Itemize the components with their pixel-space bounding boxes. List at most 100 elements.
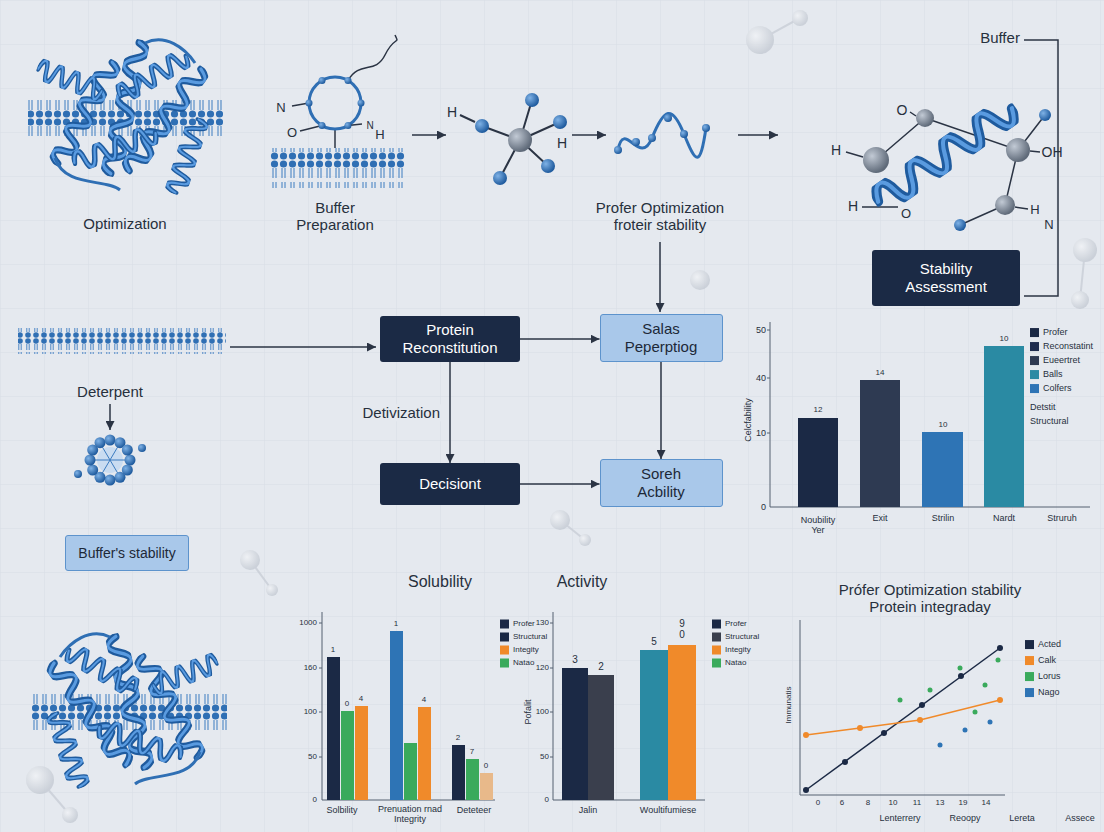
scatter-chart <box>958 666 963 671</box>
scatter-chart <box>919 702 925 708</box>
atom-label: H <box>848 198 858 214</box>
bar-value: 0 <box>484 761 488 770</box>
bar-value: 14 <box>876 368 885 377</box>
box-text: Stability Assessment <box>894 260 999 296</box>
decorative-molecules <box>1073 238 1097 262</box>
decorative-molecules <box>266 584 278 596</box>
axis-category: Solbility <box>326 805 357 815</box>
axis-tick: 120 <box>536 663 549 672</box>
detergent-micelle <box>105 475 116 486</box>
legend-text: Calk <box>1038 656 1056 666</box>
axis-category: Lenterrery <box>879 813 920 823</box>
atom-label: H <box>557 135 567 151</box>
scatter-chart <box>997 645 1003 651</box>
process-box: Decisiont <box>380 463 520 505</box>
axis-title: Celcfability <box>743 398 753 442</box>
atom-label: H <box>1030 203 1039 218</box>
legend-entry: Eueertret <box>1030 356 1080 366</box>
bar-value: 12 <box>814 405 823 414</box>
illustration-caption: Optimization <box>83 215 166 232</box>
axis-tick: 11 <box>913 798 921 807</box>
membrane-strip <box>18 328 226 354</box>
axis-tick: 0 <box>545 795 549 804</box>
info-box: Salas Peperptiog <box>600 314 723 362</box>
legend-text: Profer <box>725 620 747 629</box>
atom-label: O <box>897 102 908 118</box>
random-coil <box>632 138 640 146</box>
decorative-molecules <box>690 270 710 290</box>
buffer-bracket <box>1024 40 1058 296</box>
axis-tick: 50 <box>308 752 317 761</box>
bar-chart <box>319 612 495 800</box>
legend-entry: Acted <box>1025 640 1061 650</box>
flow-arrow <box>110 135 778 430</box>
scatter-chart <box>958 673 964 679</box>
random-coil <box>618 113 706 157</box>
atom-label: O <box>901 207 911 222</box>
chart-title: Activity <box>557 573 608 591</box>
protein-illustration <box>28 40 227 790</box>
flow-connector <box>660 362 662 459</box>
legend-swatch <box>1025 656 1034 665</box>
legend-entry: Profer <box>500 620 535 629</box>
atom-label: O <box>287 126 297 141</box>
membrane-ring-molecule <box>292 103 362 131</box>
axis-category: Reoopy <box>949 813 980 823</box>
flow-arrow <box>230 346 376 348</box>
legend-text: Lorus <box>1038 672 1061 682</box>
random-coil <box>664 114 672 122</box>
decorative-molecules <box>62 807 78 823</box>
tetrahedral-molecule <box>460 100 560 178</box>
axis-title: Immunatis <box>784 687 793 724</box>
box-text: Salas Peperptiog <box>614 320 709 356</box>
detergent-micelle <box>138 444 146 452</box>
membrane-ring-molecule <box>345 77 352 84</box>
decorative-molecules <box>579 534 591 546</box>
axis-category: Exit <box>872 513 887 523</box>
axis-category: Struruh <box>1047 513 1077 523</box>
axis-tick: 14 <box>982 798 991 807</box>
atom-label: N <box>1044 218 1053 233</box>
bar-value: 5 <box>651 636 657 648</box>
scatter-chart <box>983 683 988 688</box>
bar-chart <box>922 432 963 507</box>
legend-entry: Natao <box>500 659 534 668</box>
legend-swatch <box>1025 672 1034 681</box>
legend-entry: Colfers <box>1030 384 1072 394</box>
axis-category: Noubility Yer <box>794 515 842 536</box>
random-coil <box>614 146 622 154</box>
atom-label: H <box>447 104 457 120</box>
axis-tick: 50 <box>540 752 549 761</box>
helix-molecule <box>846 96 1051 231</box>
axis-tick: 0 <box>761 502 766 512</box>
atom-label: N <box>276 101 285 116</box>
detergent-micelle <box>74 435 146 486</box>
membrane-ring-molecule <box>345 122 352 129</box>
legend-swatch <box>500 633 509 642</box>
axis-tick: 160 <box>304 663 317 672</box>
scatter-chart <box>803 787 809 793</box>
bar-value: 0 <box>679 629 685 641</box>
legend-swatch <box>1025 688 1034 697</box>
legend-swatch <box>1030 328 1039 337</box>
box-text: Protein Reconstitution <box>393 321 508 357</box>
tetrahedral-molecule <box>508 128 532 152</box>
helix-molecule <box>916 109 934 127</box>
axis-tick: 100 <box>536 707 549 716</box>
legend-text: Integity <box>513 646 539 655</box>
legend-entry: Balls <box>1030 370 1063 380</box>
bar-value: 1 <box>331 645 335 654</box>
atom-label: OH <box>1042 144 1063 160</box>
axis-category: Lereta <box>1009 813 1035 823</box>
legend-entry: Profer <box>1030 328 1068 338</box>
helix-molecule <box>954 219 966 231</box>
scatter-chart <box>997 697 1003 703</box>
axis-category: Prenuation rnad Integrity <box>377 804 443 825</box>
scatter-chart <box>996 658 1001 663</box>
scatter-chart <box>800 620 1005 795</box>
legend-entry: Structural <box>712 633 759 642</box>
box-text: Buffer's stability <box>78 545 175 562</box>
